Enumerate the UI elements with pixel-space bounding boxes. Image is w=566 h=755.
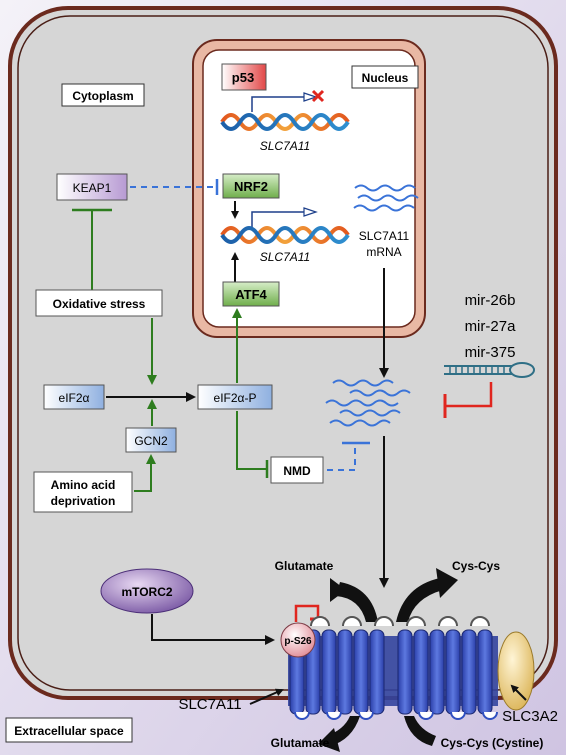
- keap1-label: KEAP1: [73, 181, 112, 195]
- amino-acid-label-line2: deprivation: [51, 494, 116, 508]
- slc7a11-transporter-icon: [288, 629, 498, 720]
- p53-label: p53: [232, 70, 254, 85]
- glutamate-export-arrow-top: [336, 582, 378, 622]
- mrna-cytoplasm-icon: [325, 379, 411, 427]
- p53-transcription-line: [251, 96, 305, 112]
- cystine-import-arrowhead-top: [436, 568, 458, 598]
- ps26-node: p-S26: [280, 622, 316, 658]
- slc3a2-label: SLC3A2: [502, 708, 558, 725]
- mtorc2-phosphorylation-arrow: [151, 614, 275, 645]
- cytoplasm-label: Cytoplasm: [61, 83, 145, 107]
- nmd-label: NMD: [283, 464, 311, 478]
- amino-acid-label-line1: Amino acid: [51, 478, 116, 492]
- p53-transcription-arrowhead: [303, 92, 318, 102]
- mrna-nucleus-icon: [353, 184, 419, 212]
- mirna-inhibits-mrna-line: [446, 382, 493, 408]
- dna-helix-mid-icon: [220, 226, 350, 244]
- nmd-node: NMD: [270, 456, 324, 484]
- blocked-x-icon: [311, 89, 325, 103]
- atf4-label: ATF4: [235, 287, 267, 302]
- cyscys-out-label: Cys-Cys: [452, 559, 500, 573]
- p53-node: p53: [221, 63, 267, 91]
- ps26-inhibition-line: [294, 604, 320, 622]
- atf4-node: ATF4: [222, 281, 280, 307]
- keap1-node: KEAP1: [56, 173, 128, 201]
- eif2a-p-node: eIF2α-P: [197, 384, 273, 410]
- slc7a11-label-pointer: [249, 688, 284, 705]
- glutamate-out-label: Glutamate: [271, 736, 330, 750]
- nmd-inhibits-mrna-line: [327, 443, 356, 471]
- nrf2-node: NRF2: [222, 173, 280, 199]
- nucleus-text: Nucleus: [362, 71, 409, 85]
- glutamate-in-label: Glutamate: [275, 559, 334, 573]
- gcn2-label: GCN2: [134, 434, 168, 448]
- eif2a-label: eIF2α: [59, 391, 90, 405]
- cytoplasm-text: Cytoplasm: [72, 89, 133, 103]
- cystine-label: Cys-Cys (Cystine): [441, 736, 544, 750]
- slc7a11-gene-top-label: SLC7A11: [260, 139, 310, 153]
- amino-to-gcn2-arrow: [134, 454, 156, 492]
- slc7a11-gene-mid-label: SLC7A11: [260, 250, 310, 264]
- gcn2-node: GCN2: [125, 427, 177, 453]
- oxidative-stress-node: Oxidative stress: [35, 289, 163, 317]
- mir-375-label: mir-375: [465, 344, 516, 361]
- mtorc2-label: mTORC2: [121, 585, 172, 599]
- nrf2-label: NRF2: [234, 179, 268, 194]
- cystine-import-arrow-top: [396, 578, 443, 622]
- mirna-hairpin-icon: [444, 362, 535, 378]
- slc3a2-icon: [497, 631, 535, 711]
- mtorc2-node: mTORC2: [100, 568, 194, 614]
- amino-acid-deprivation-node: Amino acid deprivation: [33, 471, 133, 513]
- oxidative-stress-label: Oxidative stress: [53, 297, 146, 311]
- ps26-label: p-S26: [284, 636, 312, 647]
- mrna-label-line1: SLC7A11: [359, 229, 410, 243]
- eif2ap-inhibits-nmd-line: [236, 411, 266, 470]
- dna-helix-top-icon: [220, 113, 350, 131]
- mir-27a-label: mir-27a: [465, 318, 517, 335]
- slc3a2-label-pointer: [510, 684, 527, 701]
- eif2a-p-label: eIF2α-P: [214, 391, 257, 405]
- slc7a11-transporter-label: SLC7A11: [178, 696, 241, 713]
- extracellular-label: Extracellular space: [5, 717, 133, 743]
- eif2a-node: eIF2α: [43, 384, 105, 410]
- nucleus-label: Nucleus: [351, 65, 419, 89]
- transporter-extracellular-loops: [310, 616, 490, 627]
- transcription-line: [251, 211, 305, 230]
- extracellular-text: Extracellular space: [14, 724, 124, 738]
- cystine-import-arrow-bottom: [404, 716, 436, 746]
- glutamate-export-arrowtail: [330, 578, 346, 602]
- transcription-arrowhead: [303, 207, 318, 217]
- glutamate-export-arrowhead-bottom: [318, 728, 340, 752]
- mir-26b-label: mir-26b: [465, 292, 516, 309]
- mrna-label-line2: mRNA: [366, 245, 401, 259]
